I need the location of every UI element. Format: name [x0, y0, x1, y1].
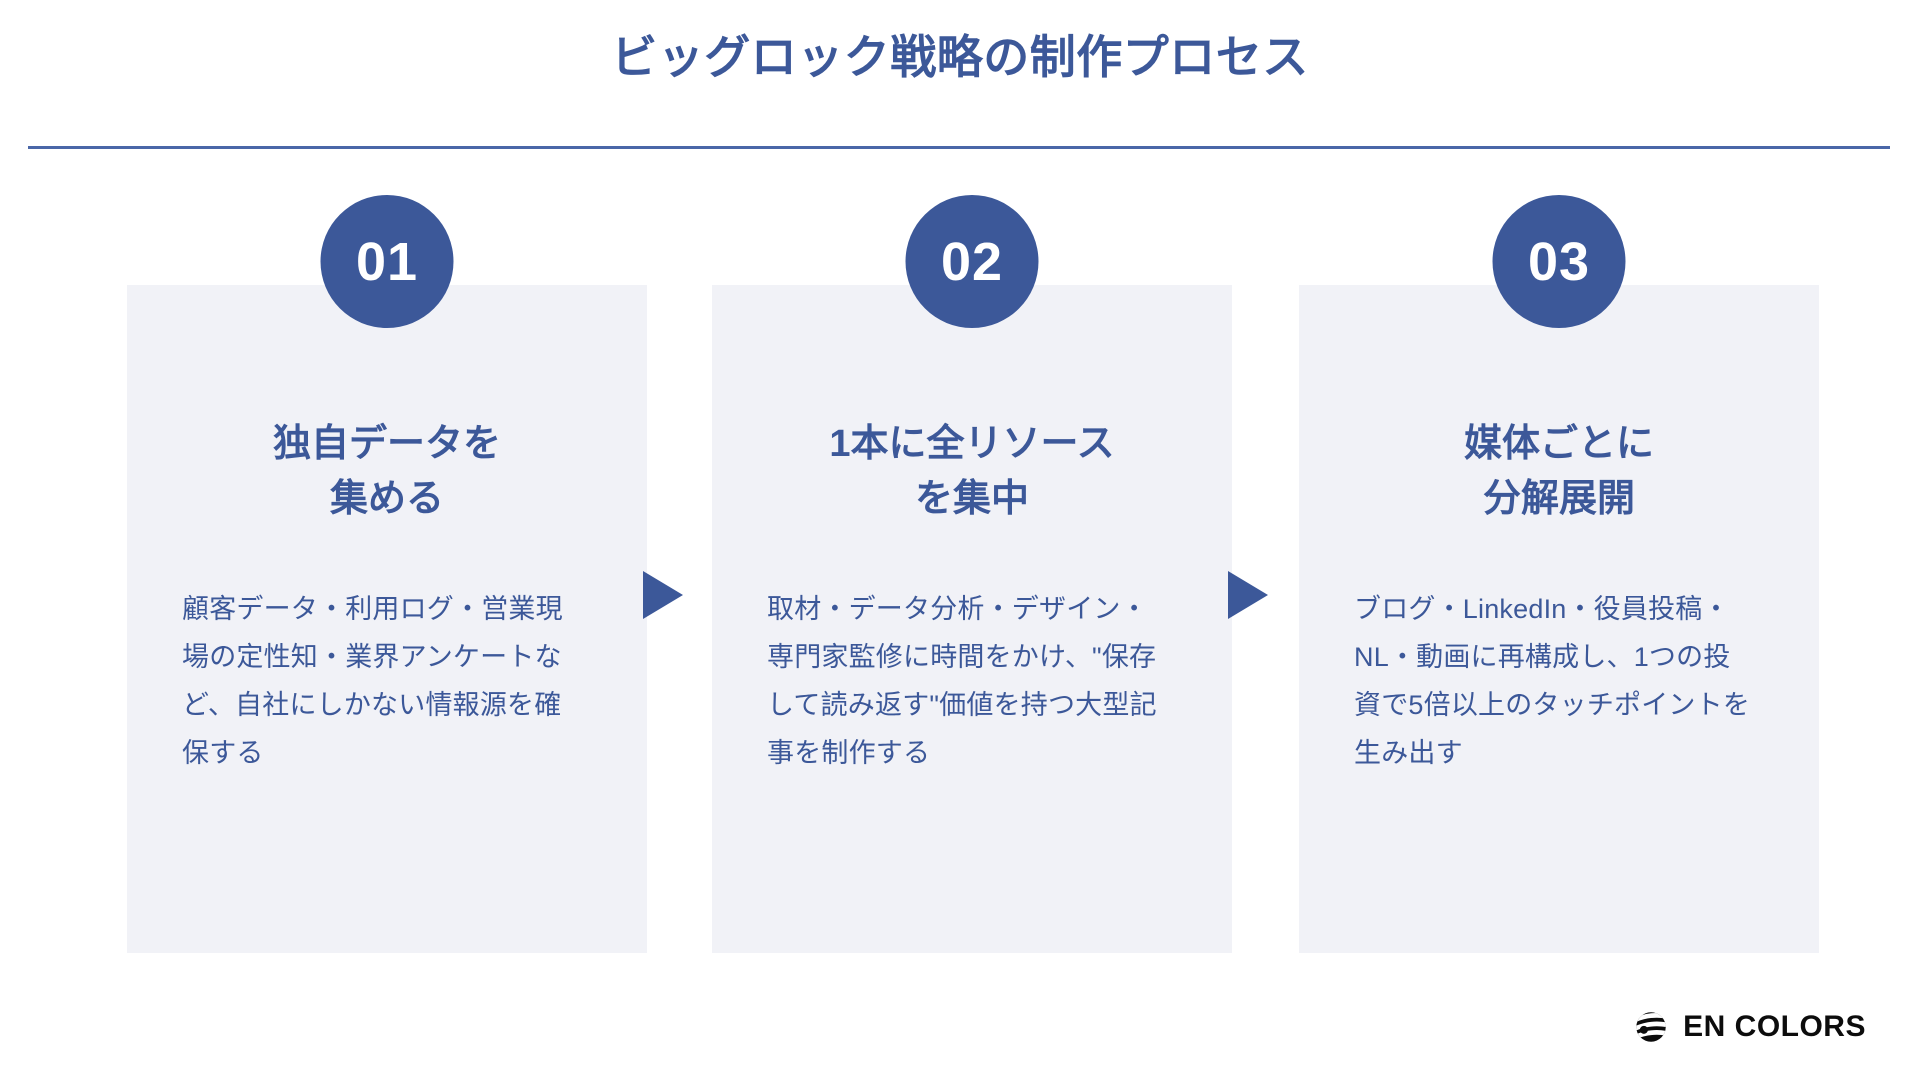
step-body-3: ブログ・LinkedIn・役員投稿・NL・動画に再構成し、1つの投資で5倍以上の…	[1354, 594, 1751, 769]
brand-logo-text: EN COLORS	[1683, 1010, 1866, 1043]
step-heading-1: 独自データを 集める	[272, 423, 501, 521]
page-header: ビッグロック戦略の制作プロセス	[0, 0, 1920, 150]
step-card-3: 03 媒体ごとに 分解展開 ブログ・LinkedIn・役員投稿・NL・動画に再構…	[1299, 195, 1819, 953]
step-heading-3: 媒体ごとに 分解展開	[1463, 423, 1654, 521]
step-number-badge-3: 03	[1492, 195, 1626, 328]
globe-sphere-icon	[1636, 1012, 1666, 1042]
step-number-badge-2: 02	[905, 195, 1039, 328]
brand-logo: EN COLORS	[1632, 1008, 1866, 1046]
step-body-1: 顧客データ・利用ログ・営業現場の定性知・業界アンケートなど、自社にしかない情報源…	[182, 594, 563, 769]
arrow-right-icon	[643, 571, 683, 619]
arrow-right-icon	[1228, 571, 1268, 619]
step-card-2: 02 1本に全リソース を集中 取材・データ分析・デザイン・専門家監修に時間をか…	[712, 195, 1232, 953]
step-heading-2: 1本に全リソース を集中	[829, 423, 1115, 521]
step-body-2: 取材・データ分析・デザイン・専門家監修に時間をかけ、"保存して読み返す"価値を持…	[767, 594, 1157, 769]
process-steps: 01 独自データを 集める 顧客データ・利用ログ・営業現場の定性知・業界アンケー…	[0, 195, 1920, 955]
step-card-1: 01 独自データを 集める 顧客データ・利用ログ・営業現場の定性知・業界アンケー…	[127, 195, 647, 953]
title-divider	[28, 146, 1890, 149]
page-title: ビッグロック戦略の制作プロセス	[611, 31, 1309, 83]
step-number-badge-1: 01	[320, 195, 454, 328]
